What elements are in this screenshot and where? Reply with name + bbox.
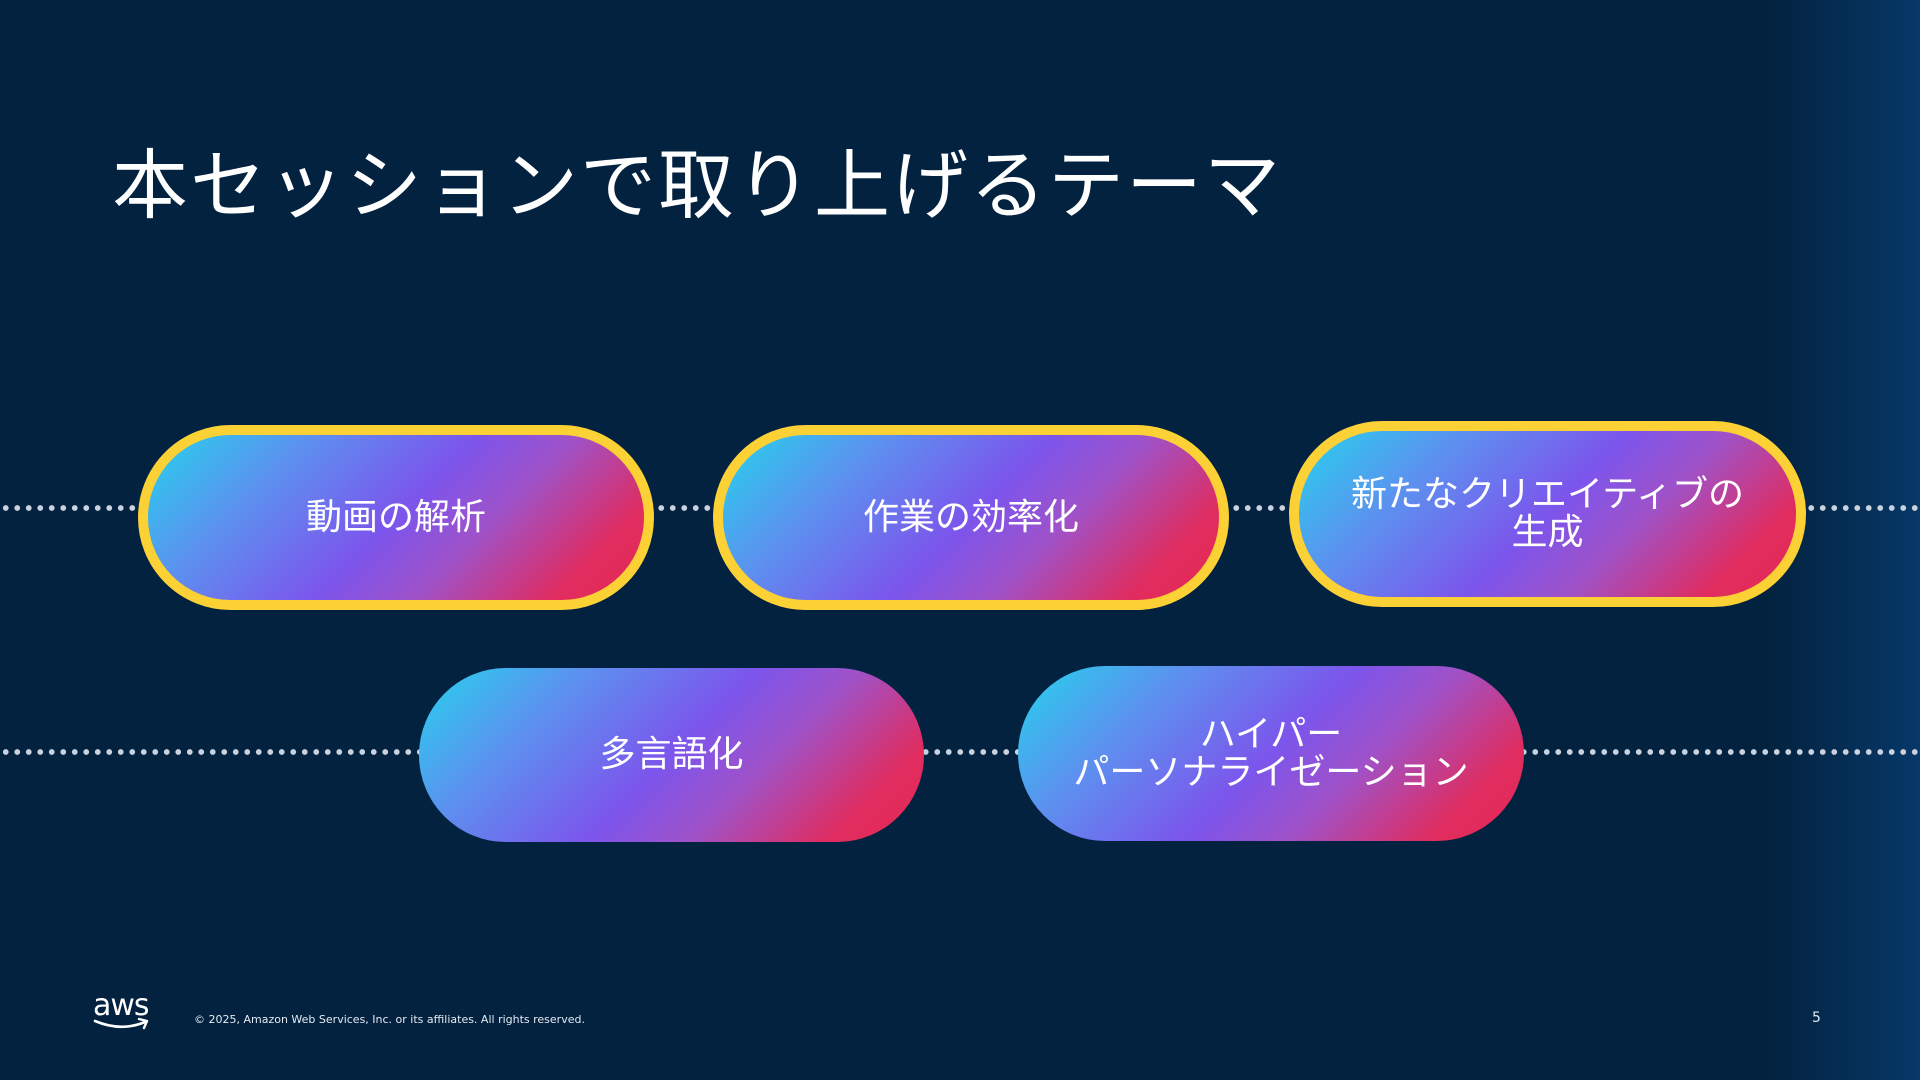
copyright-notice: © 2025, Amazon Web Services, Inc. or its… <box>194 1013 585 1026</box>
theme-pill-creative-generation: 新たなクリエイティブの 生成 <box>1289 421 1806 607</box>
theme-label: 作業の効率化 <box>862 496 1079 538</box>
theme-label: 多言語化 <box>599 734 744 776</box>
page-number: 5 <box>1812 1010 1821 1026</box>
theme-label-line-2: パーソナライゼーション <box>1073 751 1469 793</box>
theme-label-line-1: ハイパー <box>1199 713 1343 755</box>
dotted-connector-row-2 <box>0 748 1920 756</box>
theme-pill-hyper-personalization: ハイパー パーソナライゼーション <box>1018 666 1524 841</box>
theme-label: 動画の解析 <box>305 496 486 538</box>
aws-logo-text: aws <box>93 988 150 1023</box>
theme-pill-work-efficiency: 作業の効率化 <box>713 425 1229 610</box>
theme-pill-video-analysis: 動画の解析 <box>138 425 654 610</box>
aws-logo: aws <box>93 988 153 1034</box>
theme-label-line-2: 生成 <box>1511 512 1584 553</box>
theme-label-line-1: 新たなクリエイティブの <box>1350 474 1745 516</box>
theme-pill-localization: 多言語化 <box>419 668 924 842</box>
slide-title: 本セッションで取り上げるテーマ <box>112 141 1282 230</box>
aws-smile-icon <box>93 1017 149 1030</box>
